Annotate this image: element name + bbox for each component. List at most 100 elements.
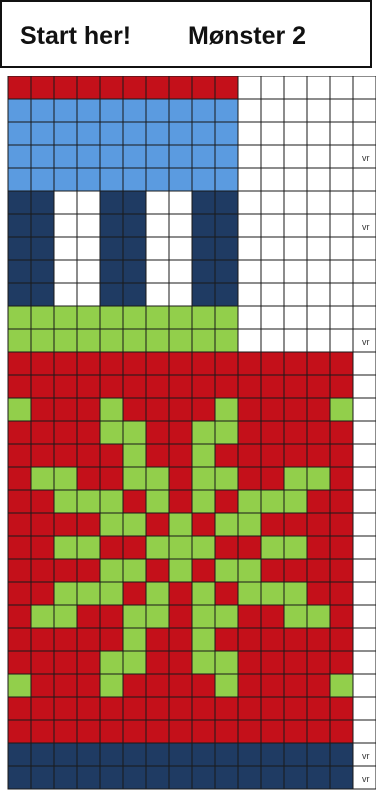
- pattern-cell: [330, 605, 353, 628]
- pattern-cell: [192, 168, 215, 191]
- pattern-cell: [54, 306, 77, 329]
- pattern-cell: [100, 559, 123, 582]
- pattern-cell: [330, 329, 353, 352]
- pattern-cell: [169, 214, 192, 237]
- pattern-cell: [169, 697, 192, 720]
- pattern-cell: [31, 674, 54, 697]
- pattern-cell: [8, 375, 31, 398]
- pattern-cell: [123, 329, 146, 352]
- pattern-cell: [192, 697, 215, 720]
- pattern-cell: [123, 260, 146, 283]
- pattern-cell: [307, 237, 330, 260]
- pattern-cell: [307, 490, 330, 513]
- pattern-cell: [8, 490, 31, 513]
- pattern-cell: [238, 628, 261, 651]
- pattern-cell: [215, 237, 238, 260]
- row-marker-label: vr: [362, 337, 370, 347]
- pattern-cell: [146, 559, 169, 582]
- pattern-cell: [77, 352, 100, 375]
- pattern-cell: [192, 743, 215, 766]
- pattern-cell: [54, 191, 77, 214]
- pattern-cell: [261, 306, 284, 329]
- pattern-cell: [100, 513, 123, 536]
- pattern-cell: [123, 467, 146, 490]
- pattern-cell: [284, 651, 307, 674]
- pattern-cell: [261, 697, 284, 720]
- pattern-cell: [330, 352, 353, 375]
- pattern-cell: [307, 628, 330, 651]
- pattern-cell: [261, 237, 284, 260]
- pattern-cell: [353, 237, 376, 260]
- pattern-cell: [238, 536, 261, 559]
- pattern-cell: [307, 766, 330, 789]
- pattern-cell: [169, 260, 192, 283]
- pattern-cell: [54, 76, 77, 99]
- pattern-cell: [123, 513, 146, 536]
- pattern-cell: [192, 490, 215, 513]
- pattern-cell: [146, 329, 169, 352]
- pattern-cell: [169, 651, 192, 674]
- pattern-cell: [284, 582, 307, 605]
- pattern-cell: [77, 260, 100, 283]
- pattern-cell: [261, 444, 284, 467]
- pattern-cell: [307, 214, 330, 237]
- pattern-cell: [307, 444, 330, 467]
- pattern-cell: [146, 191, 169, 214]
- pattern-cell: [192, 306, 215, 329]
- pattern-cell: [77, 559, 100, 582]
- pattern-cell: [284, 536, 307, 559]
- pattern-cell: [261, 766, 284, 789]
- pattern-cell: [330, 651, 353, 674]
- pattern-cell: [307, 743, 330, 766]
- pattern-cell: [146, 352, 169, 375]
- pattern-cell: [31, 651, 54, 674]
- pattern-cell: [169, 398, 192, 421]
- pattern-cell: [284, 76, 307, 99]
- pattern-cell: [8, 766, 31, 789]
- pattern-cell: [31, 306, 54, 329]
- pattern-cell: [192, 352, 215, 375]
- pattern-cell: [330, 766, 353, 789]
- chart-header: Start her! Mønster 2: [0, 0, 372, 68]
- pattern-cell: [284, 605, 307, 628]
- pattern-cell: [238, 697, 261, 720]
- pattern-cell: [54, 375, 77, 398]
- pattern-cell: [215, 651, 238, 674]
- pattern-cell: [123, 352, 146, 375]
- pattern-cell: [353, 398, 376, 421]
- row-marker-label: vr: [362, 222, 370, 232]
- pattern-cell: [353, 168, 376, 191]
- pattern-cell: [54, 467, 77, 490]
- pattern-cell: [31, 421, 54, 444]
- pattern-cell: [123, 605, 146, 628]
- pattern-cell: [31, 191, 54, 214]
- pattern-cell: [353, 352, 376, 375]
- pattern-cell: [192, 214, 215, 237]
- pattern-cell: [284, 444, 307, 467]
- pattern-cell: [146, 467, 169, 490]
- pattern-cell: [330, 375, 353, 398]
- pattern-cell: [123, 191, 146, 214]
- pattern-cell: [353, 559, 376, 582]
- pattern-cell: [100, 605, 123, 628]
- pattern-cell: [284, 766, 307, 789]
- pattern-cell: [307, 329, 330, 352]
- pattern-cell: [146, 398, 169, 421]
- pattern-cell: [31, 398, 54, 421]
- pattern-cell: [8, 329, 31, 352]
- pattern-cell: [77, 168, 100, 191]
- pattern-cell: [330, 467, 353, 490]
- pattern-cell: [261, 375, 284, 398]
- pattern-cell: [169, 76, 192, 99]
- pattern-cell: [284, 329, 307, 352]
- pattern-cell: [330, 743, 353, 766]
- pattern-cell: [307, 352, 330, 375]
- pattern-cell: [123, 306, 146, 329]
- pattern-cell: [307, 582, 330, 605]
- pattern-cell: [146, 766, 169, 789]
- pattern-cell: [169, 743, 192, 766]
- pattern-cell: [146, 122, 169, 145]
- pattern-cell: [307, 168, 330, 191]
- pattern-cell: [215, 536, 238, 559]
- pattern-cell: [54, 168, 77, 191]
